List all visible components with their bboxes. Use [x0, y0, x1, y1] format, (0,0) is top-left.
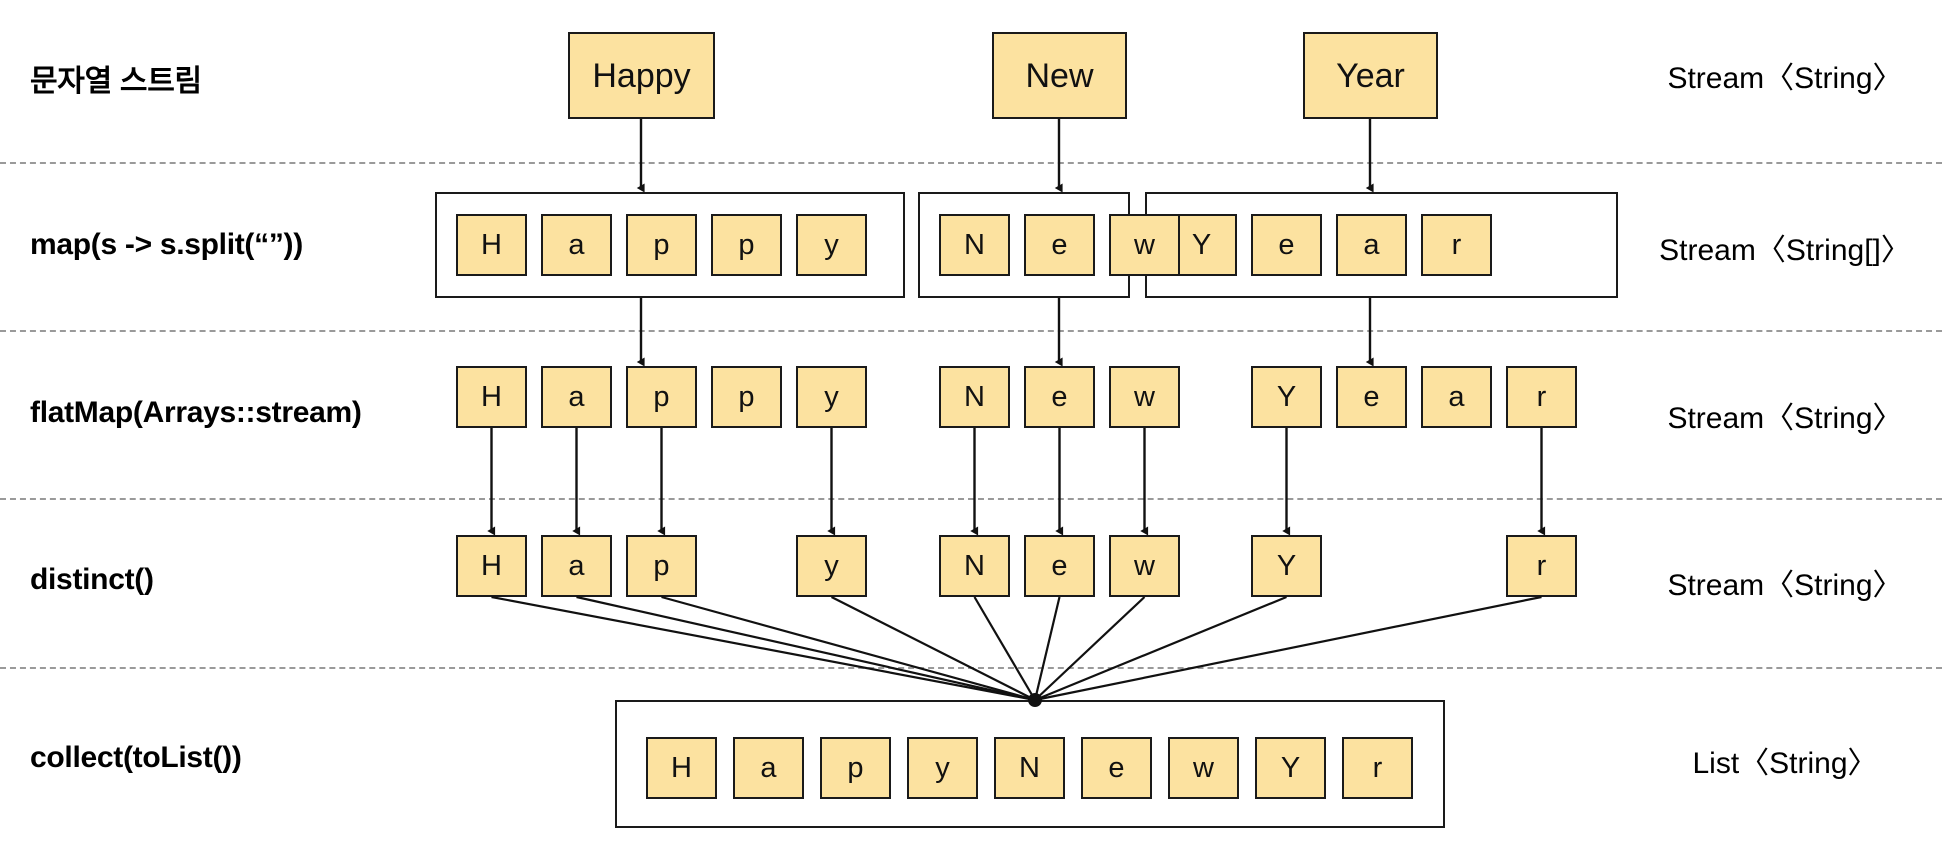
- flatmap-char-cell: a: [541, 366, 612, 428]
- fan-line-to-collect: [1034, 596, 1146, 701]
- source-word-box: New: [992, 32, 1127, 119]
- collect-char-cell: e: [1081, 737, 1152, 799]
- map-char-cell: r: [1421, 214, 1492, 276]
- distinct-char-cell: e: [1024, 535, 1095, 597]
- flatmap-char-cell: p: [711, 366, 782, 428]
- row-label-flatmap: flatMap(Arrays::stream): [30, 396, 362, 429]
- flatmap-char-cell: e: [1336, 366, 1407, 428]
- map-char-cell: a: [541, 214, 612, 276]
- map-char-cell: e: [1024, 214, 1095, 276]
- row-label-collect: collect(toList()): [30, 741, 242, 774]
- map-char-cell: y: [796, 214, 867, 276]
- flatmap-char-cell: a: [1421, 366, 1492, 428]
- row-label-map: map(s -> s.split(“”)): [30, 228, 303, 261]
- flatmap-char-cell: e: [1024, 366, 1095, 428]
- type-label-source: Stream〈String〉: [1667, 62, 1903, 95]
- distinct-char-cell: a: [541, 535, 612, 597]
- collect-char-cell: r: [1342, 737, 1413, 799]
- flatmap-char-cell: p: [626, 366, 697, 428]
- distinct-char-cell: y: [796, 535, 867, 597]
- flatmap-char-cell: y: [796, 366, 867, 428]
- collect-char-cell: w: [1168, 737, 1239, 799]
- flatmap-char-cell: r: [1506, 366, 1577, 428]
- fan-line-to-collect: [1034, 595, 1542, 702]
- flatmap-char-cell: H: [456, 366, 527, 428]
- type-label-distinct: Stream〈String〉: [1667, 569, 1903, 602]
- map-char-cell: p: [626, 214, 697, 276]
- fan-line-to-collect: [973, 596, 1036, 701]
- divider-4: [0, 667, 1942, 669]
- collect-char-cell: N: [994, 737, 1065, 799]
- divider-1: [0, 162, 1942, 164]
- fan-line-to-collect: [831, 596, 1036, 701]
- type-label-flatmap: Stream〈String〉: [1667, 402, 1903, 435]
- map-char-cell: e: [1251, 214, 1322, 276]
- collect-char-cell: y: [907, 737, 978, 799]
- flatmap-char-cell: N: [939, 366, 1010, 428]
- divider-3: [0, 498, 1942, 500]
- fan-line-to-collect: [1033, 596, 1061, 701]
- distinct-char-cell: H: [456, 535, 527, 597]
- source-word-box: Happy: [568, 32, 715, 119]
- distinct-char-cell: p: [626, 535, 697, 597]
- divider-2: [0, 330, 1942, 332]
- distinct-char-cell: r: [1506, 535, 1577, 597]
- collect-char-cell: a: [733, 737, 804, 799]
- collect-char-cell: Y: [1255, 737, 1326, 799]
- collect-char-cell: p: [820, 737, 891, 799]
- map-char-cell: H: [456, 214, 527, 276]
- map-char-cell: N: [939, 214, 1010, 276]
- map-char-cell: w: [1109, 214, 1180, 276]
- source-word-box: Year: [1303, 32, 1438, 119]
- flatmap-char-cell: w: [1109, 366, 1180, 428]
- map-char-cell: p: [711, 214, 782, 276]
- distinct-char-cell: Y: [1251, 535, 1322, 597]
- fan-line-to-collect: [1034, 595, 1287, 702]
- fan-line-to-collect: [491, 595, 1036, 702]
- collect-char-cell: H: [646, 737, 717, 799]
- type-label-map: Stream〈String[]〉: [1659, 234, 1911, 267]
- distinct-char-cell: w: [1109, 535, 1180, 597]
- type-label-collect: List〈String〉: [1692, 747, 1878, 780]
- flatmap-char-cell: Y: [1251, 366, 1322, 428]
- map-group-box: [435, 192, 905, 298]
- fan-line-to-collect: [576, 595, 1036, 702]
- fan-line-to-collect: [661, 595, 1036, 702]
- map-char-cell: a: [1336, 214, 1407, 276]
- row-label-source: 문자열 스트림: [30, 65, 202, 98]
- distinct-char-cell: N: [939, 535, 1010, 597]
- row-label-distinct: distinct(): [30, 563, 154, 596]
